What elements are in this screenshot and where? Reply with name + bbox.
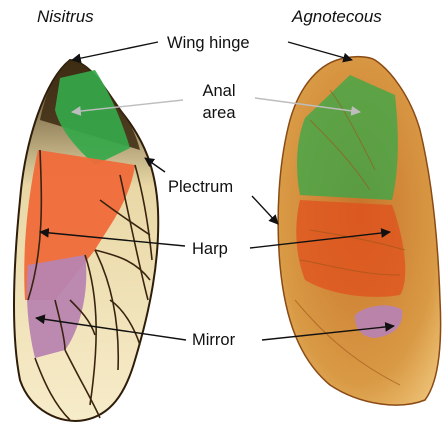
label-anal: Anal: [188, 82, 250, 100]
title-agnotecous: Agnotecous: [292, 8, 382, 26]
agnotecous-wing: [278, 57, 441, 405]
nisitrus-wing: [14, 60, 158, 421]
wing-hinge-arrow-left: [72, 42, 158, 60]
label-area: area: [188, 104, 250, 122]
label-plectrum: Plectrum: [168, 178, 233, 196]
label-wing-hinge: Wing hinge: [167, 34, 250, 52]
plectrum-arrow-right: [252, 196, 278, 224]
title-nisitrus: Nisitrus: [37, 8, 94, 26]
agnotecous-harp: [296, 200, 405, 297]
label-harp: Harp: [192, 240, 228, 258]
wing-hinge-arrow-right: [288, 42, 352, 60]
label-mirror: Mirror: [192, 331, 235, 349]
